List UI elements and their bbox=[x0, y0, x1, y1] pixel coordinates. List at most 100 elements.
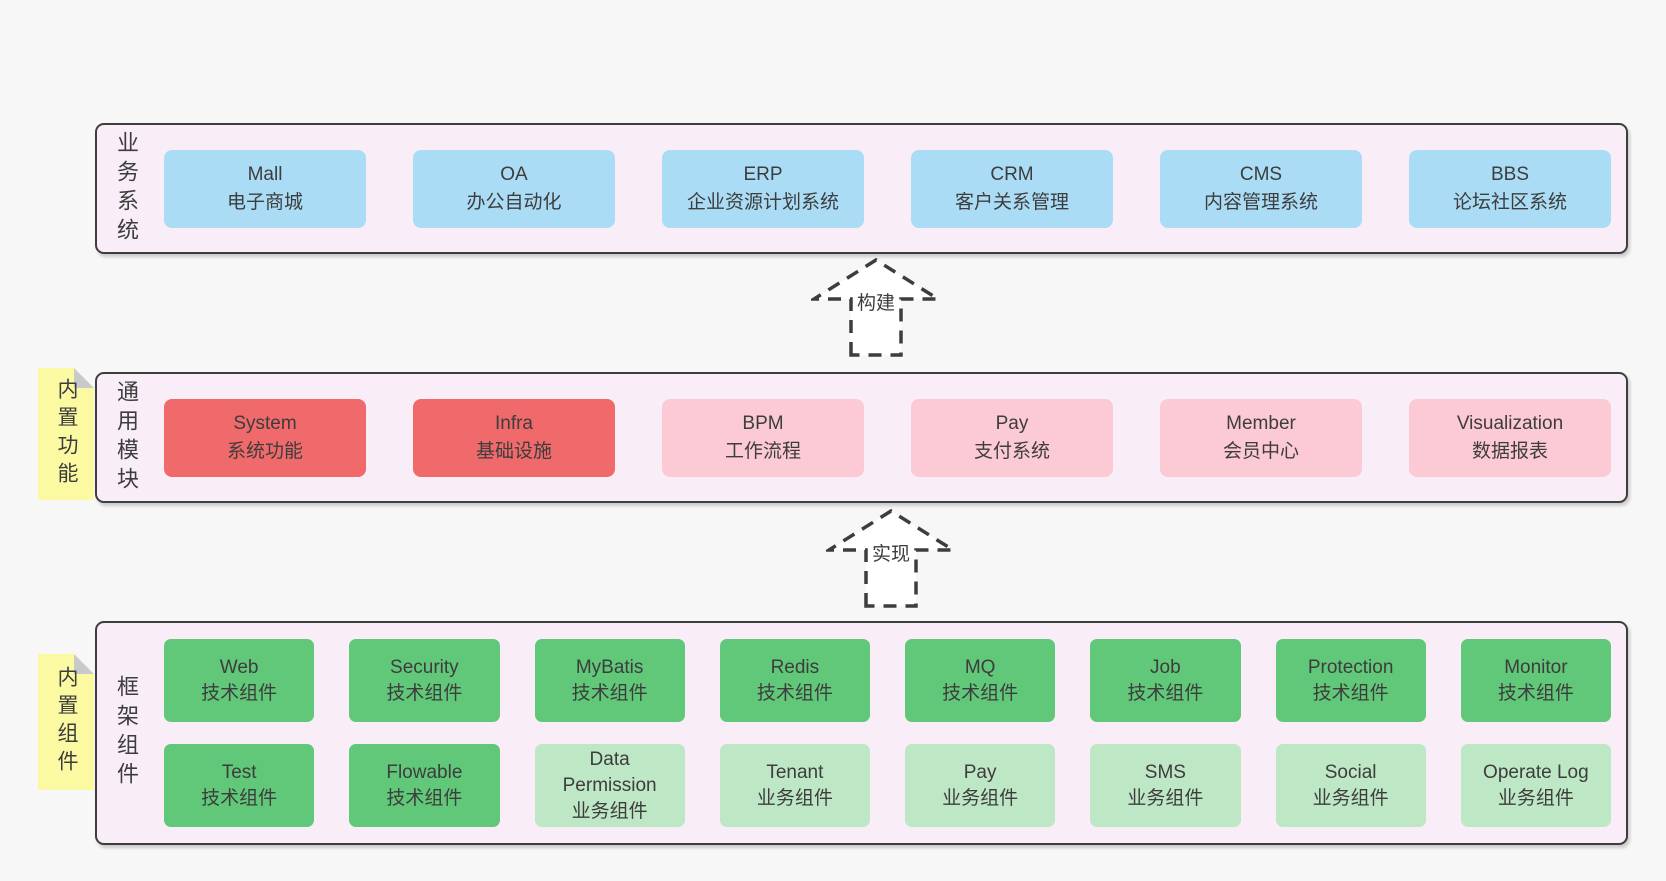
module-subtitle: 会员中心 bbox=[1222, 440, 1299, 462]
module-subtitle: 业务组件 bbox=[1312, 787, 1389, 809]
module-box-system: System 系统功能 bbox=[164, 398, 366, 477]
module-name: Flowable bbox=[386, 761, 463, 783]
sticky-note-builtin-features: 内置功能 bbox=[38, 368, 94, 500]
module-box-mall: Mall 电子商城 bbox=[164, 149, 366, 228]
module-box-visualization: Visualization 数据报表 bbox=[1409, 398, 1611, 477]
module-box-mybatis: MyBatis 技术组件 bbox=[534, 639, 685, 722]
module-subtitle: 技术组件 bbox=[386, 787, 463, 809]
module-name: Social bbox=[1324, 761, 1377, 783]
module-name: Web bbox=[219, 656, 259, 678]
module-box-test: Test 技术组件 bbox=[164, 744, 315, 827]
module-subtitle: 技术组件 bbox=[1497, 682, 1574, 704]
module-name: Redis bbox=[770, 656, 820, 678]
module-box-pay: Pay 业务组件 bbox=[905, 744, 1056, 827]
module-name: ERP bbox=[743, 163, 783, 185]
module-subtitle: 支付系统 bbox=[973, 440, 1050, 462]
module-name: BBS bbox=[1490, 163, 1530, 185]
module-box-data-permission: Data Permission 业务组件 bbox=[534, 744, 685, 827]
module-name: MQ bbox=[964, 656, 996, 678]
sticky-note-builtin-components: 内置组件 bbox=[38, 654, 94, 790]
module-subtitle: 业务组件 bbox=[1127, 787, 1204, 809]
module-subtitle: 基础设施 bbox=[475, 440, 552, 462]
module-name: CRM bbox=[990, 163, 1034, 185]
module-box-operate-log: Operate Log 业务组件 bbox=[1460, 744, 1611, 827]
band-label: 框架组件 bbox=[114, 675, 139, 791]
module-name: SMS bbox=[1144, 761, 1186, 783]
module-name: Job bbox=[1150, 656, 1181, 678]
module-name: Tenant bbox=[766, 761, 824, 783]
arrow-build: 构建 bbox=[811, 257, 941, 357]
module-name: CMS bbox=[1239, 163, 1283, 185]
module-box-bbs: BBS 论坛社区系统 bbox=[1409, 149, 1611, 228]
module-box-sms: SMS 业务组件 bbox=[1090, 744, 1241, 827]
module-box-protection: Protection 技术组件 bbox=[1275, 639, 1426, 722]
module-subtitle: 企业资源计划系统 bbox=[686, 191, 839, 213]
band-label: 通用模块 bbox=[114, 379, 139, 496]
module-name: Pay bbox=[963, 761, 997, 783]
module-subtitle: 系统功能 bbox=[226, 440, 303, 462]
sticky-note-text: 内置组件 bbox=[55, 666, 78, 778]
module-name: Data Permission bbox=[562, 748, 657, 796]
module-subtitle: 技术组件 bbox=[942, 682, 1019, 704]
module-subtitle: 数据报表 bbox=[1471, 440, 1548, 462]
module-box-mq: MQ 技术组件 bbox=[905, 639, 1056, 722]
module-box-security: Security 技术组件 bbox=[349, 639, 500, 722]
module-subtitle: 工作流程 bbox=[724, 440, 801, 462]
module-name: Infra bbox=[494, 412, 534, 434]
module-name: Security bbox=[390, 656, 459, 678]
module-name: MyBatis bbox=[575, 656, 644, 678]
module-box-tenant: Tenant 业务组件 bbox=[719, 744, 870, 827]
module-subtitle: 业务组件 bbox=[942, 787, 1019, 809]
module-subtitle: 论坛社区系统 bbox=[1452, 191, 1567, 213]
module-box-infra: Infra 基础设施 bbox=[413, 398, 615, 477]
module-box-monitor: Monitor 技术组件 bbox=[1460, 639, 1611, 722]
folded-corner-icon bbox=[74, 368, 94, 388]
module-name: Monitor bbox=[1504, 656, 1568, 678]
module-subtitle: 客户关系管理 bbox=[954, 191, 1069, 213]
sticky-note-text: 内置功能 bbox=[55, 378, 78, 490]
module-box-flowable: Flowable 技术组件 bbox=[349, 744, 500, 827]
module-subtitle: 业务组件 bbox=[571, 800, 648, 822]
module-subtitle: 业务组件 bbox=[1497, 787, 1574, 809]
module-box-member: Member 会员中心 bbox=[1160, 398, 1362, 477]
module-name: Mall bbox=[247, 163, 283, 185]
module-box-pay: Pay 支付系统 bbox=[911, 398, 1113, 477]
module-box-redis: Redis 技术组件 bbox=[719, 639, 870, 722]
module-name: OA bbox=[500, 163, 528, 185]
module-subtitle: 电子商城 bbox=[226, 191, 303, 213]
module-subtitle: 技术组件 bbox=[386, 682, 463, 704]
module-name: Operate Log bbox=[1483, 761, 1589, 783]
module-subtitle: 技术组件 bbox=[201, 787, 278, 809]
module-subtitle: 技术组件 bbox=[756, 682, 833, 704]
module-name: Member bbox=[1226, 412, 1296, 434]
module-box-crm: CRM 客户关系管理 bbox=[911, 149, 1113, 228]
arrow-implement: 实现 bbox=[826, 508, 956, 608]
module-name: System bbox=[233, 412, 297, 434]
module-box-job: Job 技术组件 bbox=[1090, 639, 1241, 722]
folded-corner-icon bbox=[74, 654, 94, 674]
module-subtitle: 内容管理系统 bbox=[1203, 191, 1318, 213]
module-name: Test bbox=[221, 761, 257, 783]
module-box-erp: ERP 企业资源计划系统 bbox=[662, 149, 864, 228]
module-name: Protection bbox=[1307, 656, 1394, 678]
module-name: Pay bbox=[995, 412, 1029, 434]
module-name: Visualization bbox=[1456, 412, 1564, 434]
module-subtitle: 技术组件 bbox=[1312, 682, 1389, 704]
band-label: 业务系统 bbox=[114, 130, 139, 247]
module-box-social: Social 业务组件 bbox=[1275, 744, 1426, 827]
module-subtitle: 技术组件 bbox=[571, 682, 648, 704]
module-subtitle: 技术组件 bbox=[1127, 682, 1204, 704]
module-subtitle: 业务组件 bbox=[756, 787, 833, 809]
module-box-cms: CMS 内容管理系统 bbox=[1160, 149, 1362, 228]
